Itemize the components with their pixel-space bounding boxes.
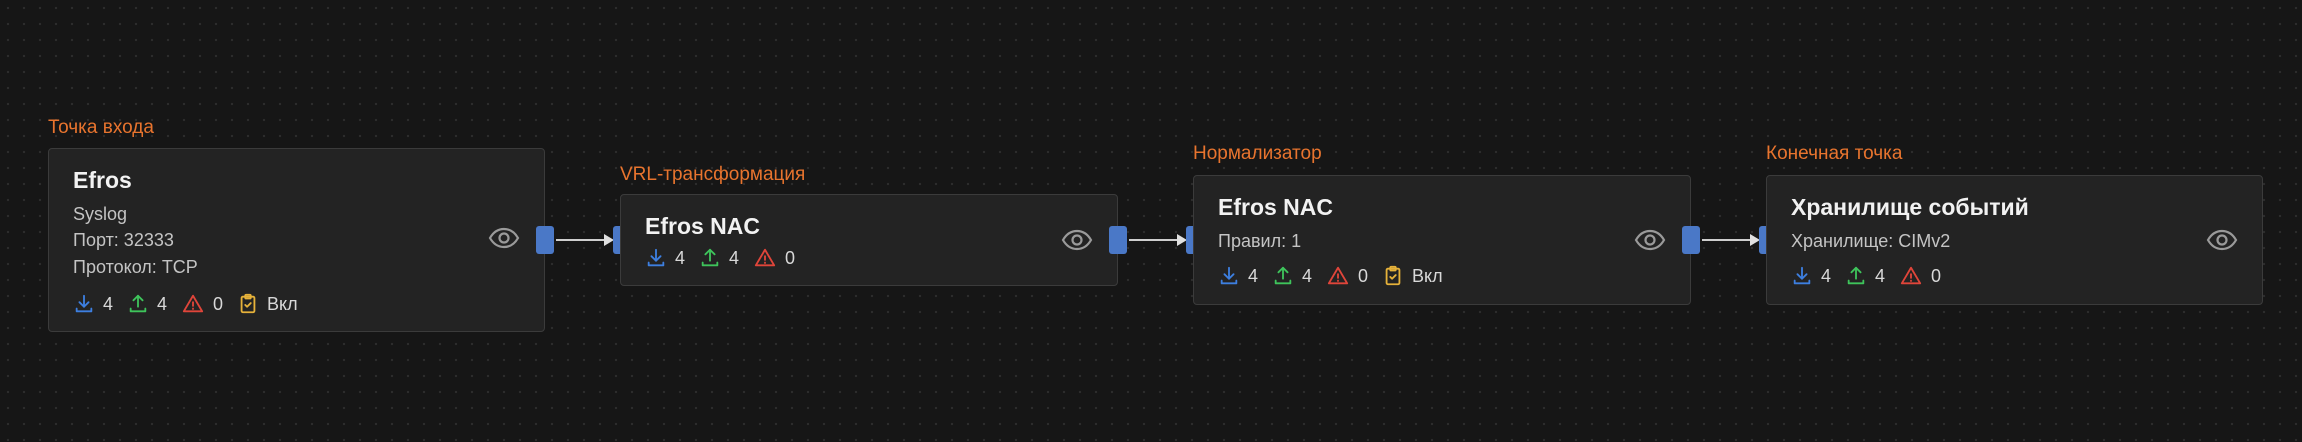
- stat-out: 4: [1272, 265, 1312, 287]
- warning-icon: [1900, 266, 1922, 285]
- node-stats: 4 4 0 Вкл: [73, 293, 312, 315]
- arrowhead-icon: [604, 234, 614, 246]
- node-title: Хранилище событий: [1791, 194, 2029, 220]
- stat-out: 4: [699, 247, 739, 269]
- eye-icon[interactable]: [1634, 229, 1666, 251]
- output-port[interactable]: [536, 226, 554, 254]
- pipeline-node-sink[interactable]: Хранилище событий Хранилище: CIMv2 4 4 0: [1766, 175, 2263, 305]
- stage-label-normalizer: Нормализатор: [1193, 143, 1322, 164]
- node-title: Efros: [73, 167, 132, 193]
- download-icon: [647, 248, 665, 267]
- stat-in: 4: [645, 247, 685, 269]
- stat-in: 4: [1791, 265, 1831, 287]
- stat-in-value: 4: [103, 293, 114, 314]
- connection-edge: [556, 239, 604, 241]
- clipboard-check-icon: [1385, 265, 1401, 286]
- node-detail-port: Порт: 32333: [73, 230, 174, 250]
- node-stats: 4 4 0: [1791, 265, 1955, 287]
- pipeline-node-source[interactable]: Efros Syslog Порт: 32333 Протокол: TCP 4…: [48, 148, 545, 332]
- stat-errors: 0: [1899, 265, 1941, 287]
- stat-errors-value: 0: [1931, 265, 1942, 286]
- download-icon: [75, 294, 93, 313]
- stat-enabled-value: Вкл: [267, 293, 298, 314]
- stat-in: 4: [1218, 265, 1258, 287]
- pipeline-node-normalizer[interactable]: Efros NAC Правил: 1 4 4 0 Вкл: [1193, 175, 1691, 305]
- stat-enabled: Вкл: [237, 293, 298, 315]
- output-port[interactable]: [1682, 226, 1700, 254]
- eye-icon[interactable]: [2206, 229, 2238, 251]
- stat-out: 4: [127, 293, 167, 315]
- warning-icon: [754, 248, 776, 267]
- eye-icon[interactable]: [1061, 229, 1093, 251]
- download-icon: [1793, 266, 1811, 285]
- download-icon: [1220, 266, 1238, 285]
- upload-icon: [129, 294, 147, 313]
- upload-icon: [1274, 266, 1292, 285]
- connection-edge: [1702, 239, 1750, 241]
- node-detail-rules: Правил: 1: [1218, 231, 1302, 251]
- stage-label-sink: Конечная точка: [1766, 143, 1903, 164]
- stat-out-value: 4: [729, 247, 740, 268]
- connection-edge: [1129, 239, 1177, 241]
- node-stats: 4 4 0 Вкл: [1218, 265, 1457, 287]
- stat-enabled: Вкл: [1382, 265, 1443, 287]
- stat-in-value: 4: [1248, 265, 1259, 286]
- stat-in-value: 4: [675, 247, 686, 268]
- stat-enabled-value: Вкл: [1412, 265, 1443, 286]
- stat-in-value: 4: [1821, 265, 1832, 286]
- stat-out: 4: [1845, 265, 1885, 287]
- warning-icon: [182, 294, 204, 313]
- stage-label-source: Точка входа: [48, 117, 154, 138]
- stat-errors-value: 0: [1358, 265, 1369, 286]
- upload-icon: [701, 248, 719, 267]
- stat-out-value: 4: [1302, 265, 1313, 286]
- stat-out-value: 4: [157, 293, 168, 314]
- pipeline-node-transform[interactable]: Efros NAC 4 4 0: [620, 194, 1118, 286]
- node-detail-storage: Хранилище: CIMv2: [1791, 231, 1951, 251]
- node-detail-protocol: Протокол: TCP: [73, 257, 198, 277]
- stat-out-value: 4: [1875, 265, 1886, 286]
- node-title: Efros NAC: [1218, 194, 1334, 220]
- stat-in: 4: [73, 293, 113, 315]
- upload-icon: [1847, 266, 1865, 285]
- node-detail-protocol-type: Syslog: [73, 204, 128, 224]
- stat-errors: 0: [1326, 265, 1368, 287]
- output-port[interactable]: [1109, 226, 1127, 254]
- node-stats: 4 4 0: [645, 247, 809, 269]
- stat-errors-value: 0: [213, 293, 224, 314]
- stat-errors-value: 0: [785, 247, 796, 268]
- arrowhead-icon: [1750, 234, 1760, 246]
- stage-label-transform: VRL-трансформация: [620, 164, 806, 185]
- clipboard-check-icon: [240, 293, 256, 314]
- node-title: Efros NAC: [645, 213, 761, 239]
- warning-icon: [1327, 266, 1349, 285]
- arrowhead-icon: [1177, 234, 1187, 246]
- stat-errors: 0: [181, 293, 223, 315]
- stat-errors: 0: [753, 247, 795, 269]
- eye-icon[interactable]: [488, 227, 520, 249]
